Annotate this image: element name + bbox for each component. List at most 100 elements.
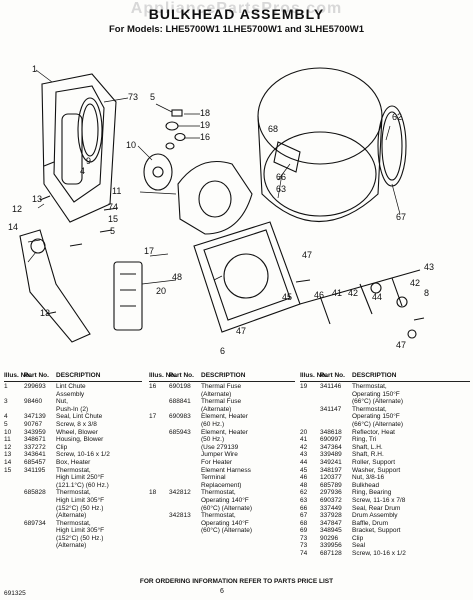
part-number: 348618 [320,428,342,436]
callout-label: 4 [80,166,85,176]
part-number: 339489 [320,451,342,459]
callout-label: 6 [220,346,225,356]
illus-number: 74 [300,550,308,558]
callout-label: 47 [396,340,406,350]
callout-label: 42 [410,278,420,288]
illus-number: 20 [300,428,308,436]
part-description: (66°C) (Alternate) [352,420,404,428]
part-description: Jumper Wire [201,451,238,459]
part-number: 347364 [320,443,342,451]
part-description: Nut, [56,398,68,406]
illus-number: 15 [4,466,12,474]
part-description: Ring, Tri [352,436,377,444]
terminal-block-part [113,261,143,331]
part-number: 685828 [24,489,46,497]
part-description: Seal, Rear Drum [352,504,401,512]
illus-number: 43 [300,451,308,459]
support-rollers-part [299,269,421,325]
table-row: (Use 279139 [149,444,295,452]
part-description: High Limit 305°F [56,527,105,535]
callout-label: 62 [392,112,402,122]
part-number: 347847 [320,519,342,527]
part-description: High Limit 305°F [56,496,105,504]
illus-number: 69 [300,527,308,535]
part-number: 337272 [24,443,46,451]
part-description: (121.1°C) (60 Hz.) [56,481,109,489]
illus-number: 48 [300,481,308,489]
part-number: 687128 [320,550,342,558]
part-description: Operating 150°F [352,390,400,398]
callout-label: 48 [172,272,182,282]
callout-label: 41 [332,288,342,298]
part-description: Screw, 10-16 x 1/2 [56,451,110,459]
table-row: Operating 140°F [149,520,295,528]
part-description: Thermostat, [201,489,236,497]
callout-label: 8 [424,288,429,298]
illus-number: 12 [4,443,12,451]
blower-wheel-part [143,153,173,191]
page-number: 6 [220,588,224,595]
part-number: 120377 [320,474,342,482]
illus-number: 41 [300,436,308,444]
table-row: Jumper Wire [149,451,295,459]
part-number: 343641 [24,451,46,459]
part-number: 341146 [320,383,342,390]
table-row: Assembly [4,391,142,399]
part-description: Shaft, L.H. [352,443,383,451]
ordering-note: FOR ORDERING INFORMATION REFER TO PARTS … [139,578,334,585]
part-description: (152°C) (50 Hz.) [56,534,104,542]
part-description: Shaft, R.H. [352,451,384,459]
part-number: 342812 [169,489,191,497]
table-row: (Alternate) [4,512,142,520]
callout-label: 1 [32,64,37,74]
part-number: 297936 [320,489,342,497]
part-number: 347139 [24,413,46,421]
illus-number: 16 [149,383,157,390]
part-description: Baffle, Drum [352,519,389,527]
callout-label: 74 [108,202,118,212]
table-row: (121.1°C) (60 Hz.) [4,482,142,490]
part-description: (152°C) (50 Hz.) [56,504,104,512]
part-description: Operating 150°F [352,413,400,421]
table-row: (152°C) (50 Hz.) [4,535,142,543]
blower-housing-part [177,160,253,235]
table-row: (Alternate) [149,391,295,399]
part-description: Screw, 8 x 3/8 [56,420,97,428]
callout-label: 66 [276,172,286,182]
bulkhead-part [193,221,301,333]
illus-number: 17 [149,413,157,421]
part-number: 299693 [24,383,46,390]
callout-label: 11 [112,186,121,196]
callout-label: 9 [86,156,91,166]
table-row: Operating 140°F [149,497,295,505]
part-description: Lint Chute [56,383,86,390]
header-description: DESCRIPTION [201,372,246,380]
callout-label: 67 [396,212,406,222]
part-number: 339956 [320,542,342,550]
callout-label: 46 [314,290,324,300]
part-number: 690983 [169,413,191,421]
illus-number: 73 [300,542,308,550]
part-number: 343959 [24,428,46,436]
part-description: (Alternate) [56,512,87,520]
part-description: Nut, 3/8-16 [352,474,385,482]
header-description: DESCRIPTION [56,372,101,380]
illus-number: 44 [300,458,308,466]
part-description: Box, Heater [56,458,91,466]
part-description: Push-In (2) [56,405,89,413]
